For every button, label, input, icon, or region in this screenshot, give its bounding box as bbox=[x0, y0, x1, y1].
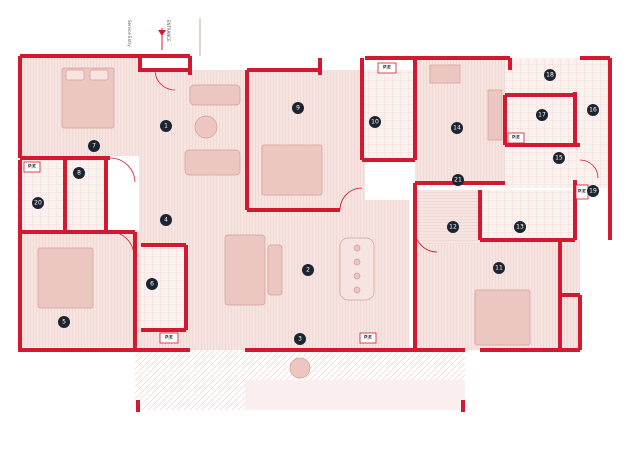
room-number: 6 bbox=[150, 281, 154, 288]
room-marker-4: 4 bbox=[160, 214, 172, 226]
svg-text:P|E: P|E bbox=[512, 135, 520, 141]
room-marker-2: 2 bbox=[302, 264, 314, 276]
svg-text:P|E: P|E bbox=[165, 335, 173, 341]
svg-text:P|E: P|E bbox=[364, 335, 372, 341]
room-marker-21: 21 bbox=[452, 174, 464, 186]
room-marker-7: 7 bbox=[88, 140, 100, 152]
entrance-marker: ENTRANCE Service Entry bbox=[127, 18, 201, 56]
room-marker-9: 9 bbox=[292, 102, 304, 114]
room-number: 3 bbox=[298, 336, 302, 343]
entrance-label: ENTRANCE bbox=[166, 20, 171, 42]
room-marker-12: 12 bbox=[447, 221, 459, 233]
room-marker-17: 17 bbox=[536, 109, 548, 121]
door-swings bbox=[109, 69, 599, 257]
room-number: 5 bbox=[62, 319, 66, 326]
room-number: 2 bbox=[306, 267, 310, 274]
room-number: 12 bbox=[449, 224, 457, 231]
room-marker-6: 6 bbox=[146, 278, 158, 290]
room-number: 20 bbox=[34, 200, 42, 207]
tag-dt-1: P|E bbox=[377, 62, 397, 74]
room-number: 7 bbox=[92, 143, 96, 150]
room-marker-20: 20 bbox=[32, 197, 44, 209]
tag-dt-5: P|E bbox=[507, 132, 525, 144]
room-marker-5: 5 bbox=[58, 316, 70, 328]
svg-text:P|E: P|E bbox=[578, 189, 586, 195]
room-number: 15 bbox=[555, 155, 563, 162]
room-marker-14: 14 bbox=[451, 122, 463, 134]
tag-dt-6: P|E bbox=[575, 184, 589, 200]
room-marker-10: 10 bbox=[369, 116, 381, 128]
room-marker-19: 19 bbox=[587, 185, 599, 197]
svg-text:P|E: P|E bbox=[28, 164, 36, 170]
room-marker-16: 16 bbox=[587, 104, 599, 116]
room-marker-3: 3 bbox=[294, 333, 306, 345]
room-number: 16 bbox=[589, 107, 597, 114]
room-number: 1 bbox=[164, 123, 168, 130]
svg-text:P|E: P|E bbox=[383, 65, 391, 71]
room-number: 4 bbox=[164, 217, 168, 224]
room-marker-18: 18 bbox=[544, 69, 556, 81]
room-number: 18 bbox=[546, 72, 554, 79]
room-number: 14 bbox=[453, 125, 461, 132]
tag-dt-4: P|E bbox=[359, 332, 377, 344]
room-marker-11: 11 bbox=[493, 262, 505, 274]
room-marker-8: 8 bbox=[73, 167, 85, 179]
room-marker-15: 15 bbox=[553, 152, 565, 164]
room-number: 11 bbox=[495, 265, 503, 272]
room-marker-1: 1 bbox=[160, 120, 172, 132]
walls bbox=[18, 54, 612, 412]
fixture-tags: P|E P|E P|E P|E P|E P|E bbox=[23, 62, 589, 344]
room-number: 9 bbox=[296, 105, 300, 112]
room-number: 17 bbox=[538, 112, 546, 119]
tag-dt-2: P|E bbox=[23, 161, 41, 173]
furniture bbox=[37, 64, 531, 379]
tag-dt-3: P|E bbox=[159, 332, 179, 344]
room-number: 8 bbox=[77, 170, 81, 177]
room-number: 13 bbox=[516, 224, 524, 231]
room-number: 19 bbox=[589, 188, 597, 195]
room-number: 21 bbox=[454, 177, 462, 184]
room-marker-13: 13 bbox=[514, 221, 526, 233]
service-entry-label: Service Entry bbox=[127, 20, 132, 47]
room-number: 10 bbox=[371, 119, 379, 126]
